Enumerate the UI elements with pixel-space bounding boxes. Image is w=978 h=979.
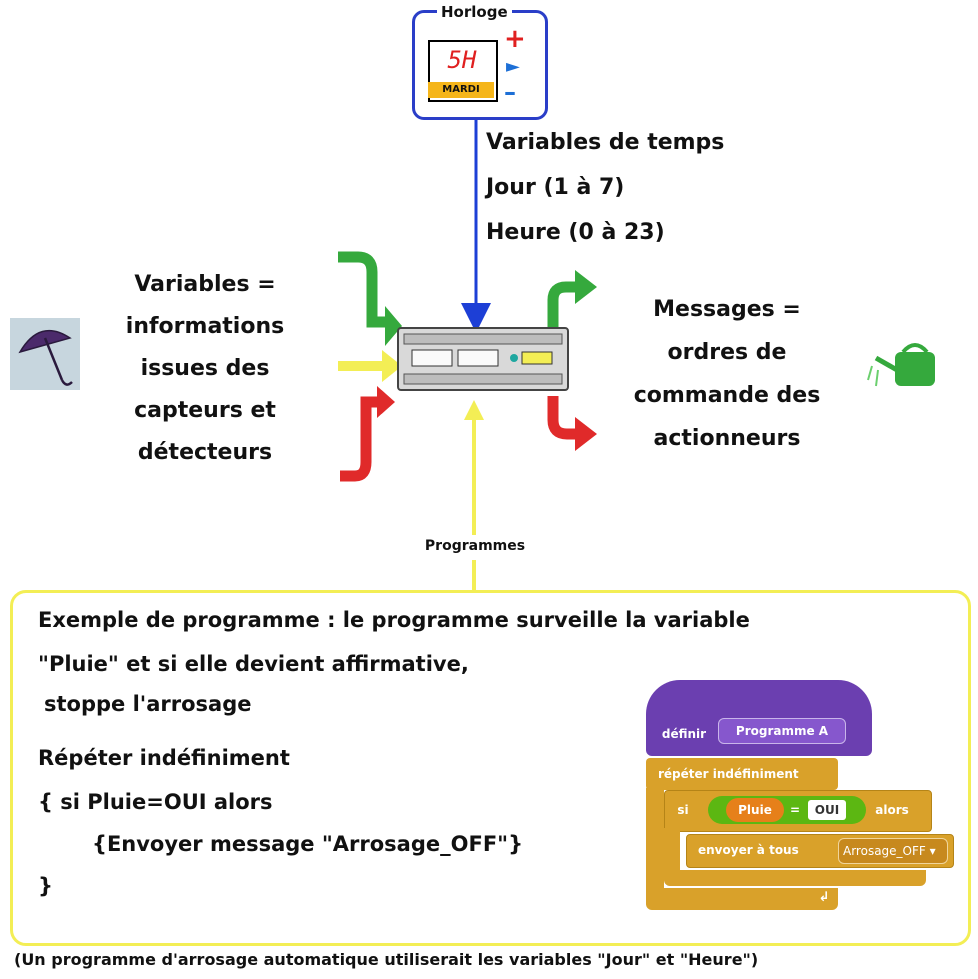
inputs-line: Variables =: [134, 272, 276, 297]
clock-day: MARDI: [428, 82, 494, 98]
repeat-forever-arm: [646, 788, 664, 892]
scratch-script[interactable]: définir Programme A répéter indéfiniment…: [646, 680, 954, 910]
loop-arrow-icon: ↲: [818, 890, 830, 905]
footer-note: (Un programme d'arrosage automatique uti…: [14, 950, 759, 969]
yellow-input-arrow: [338, 350, 402, 382]
then-label: alors: [875, 803, 909, 817]
outputs-line: commande des: [633, 383, 821, 408]
clock-display: 5H: [434, 46, 490, 74]
controller-device: [397, 327, 569, 391]
repeat-label: répéter indéfiniment: [658, 767, 799, 781]
green-output-arrow: [547, 270, 597, 330]
programmes-label: Programmes: [424, 538, 526, 554]
outputs-text: Messages = ordres de commande des action…: [612, 288, 842, 460]
time-vars-title: Variables de temps: [486, 130, 725, 155]
message-value: Arrosage_OFF: [843, 844, 926, 858]
time-var-day: Jour (1 à 7): [486, 175, 625, 200]
inputs-line: issues des: [140, 356, 270, 381]
outputs-line: actionneurs: [653, 426, 801, 451]
value-oui[interactable]: OUI: [808, 800, 846, 820]
if-foot: [664, 870, 926, 886]
code-line-2: { si Pluie=OUI alors: [38, 790, 273, 814]
dropdown-arrow-icon: ▾: [925, 844, 936, 858]
play-icon[interactable]: ►: [506, 56, 520, 77]
outputs-line: ordres de: [667, 340, 787, 365]
variable-pluie: Pluie: [726, 798, 784, 822]
repeat-forever-block[interactable]: [646, 758, 838, 790]
plus-icon[interactable]: +: [504, 24, 526, 54]
watering-can-icon: [867, 343, 935, 387]
broadcast-label: envoyer à tous: [698, 843, 799, 857]
define-label: définir: [661, 727, 707, 741]
example-line-3: stoppe l'arrosage: [44, 692, 252, 716]
message-dropdown[interactable]: Arrosage_OFF ▾: [838, 838, 948, 864]
code-line-1: Répéter indéfiniment: [38, 746, 290, 770]
yellow-programmes-arrow: [464, 400, 484, 590]
outputs-line: Messages =: [653, 297, 801, 322]
example-line-2: "Pluie" et si elle devient affirmative,: [38, 652, 469, 676]
procedure-name: Programme A: [718, 718, 846, 744]
inputs-line: capteurs et: [134, 398, 276, 423]
minus-icon[interactable]: –: [504, 78, 516, 106]
umbrella-icon: [10, 318, 80, 390]
code-line-3: {Envoyer message "Arrosage_OFF"}: [92, 832, 524, 856]
code-line-4: }: [38, 874, 53, 898]
inputs-line: informations: [125, 314, 285, 339]
inputs-text: Variables = informations issues des capt…: [100, 264, 310, 474]
if-arm: [664, 828, 680, 874]
time-var-hour: Heure (0 à 23): [486, 220, 665, 245]
red-input-arrow: [340, 386, 395, 482]
green-input-arrow: [338, 251, 402, 346]
clock-title: Horloge: [437, 3, 512, 21]
equals-label: =: [789, 803, 801, 817]
if-label: si: [677, 803, 689, 817]
inputs-line: détecteurs: [137, 440, 273, 465]
repeat-forever-foot: [646, 888, 838, 910]
red-output-arrow: [547, 396, 597, 451]
example-line-1: Exemple de programme : le programme surv…: [38, 608, 750, 632]
